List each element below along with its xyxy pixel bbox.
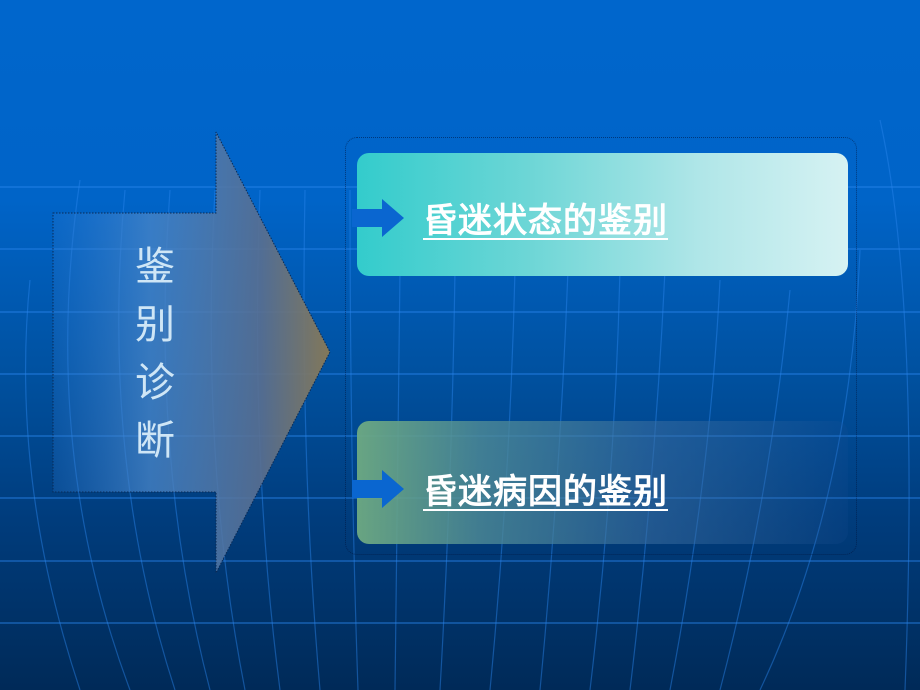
title-char: 断 bbox=[135, 418, 175, 464]
title-char: 诊 bbox=[135, 360, 175, 406]
right-arrow-icon bbox=[352, 199, 404, 237]
items-container bbox=[345, 137, 857, 555]
coma-cause-link[interactable]: 昏迷病因的鉴别 bbox=[423, 472, 668, 512]
right-arrow-icon bbox=[352, 470, 404, 508]
title-char: 别 bbox=[135, 302, 175, 348]
coma-state-link[interactable]: 昏迷状态的鉴别 bbox=[423, 201, 668, 241]
title-char: 鉴 bbox=[135, 244, 175, 290]
diagnosis-title: 鉴 别 诊 断 bbox=[126, 238, 184, 470]
coma-cause-card[interactable] bbox=[357, 421, 848, 544]
coma-state-card[interactable] bbox=[357, 153, 848, 276]
